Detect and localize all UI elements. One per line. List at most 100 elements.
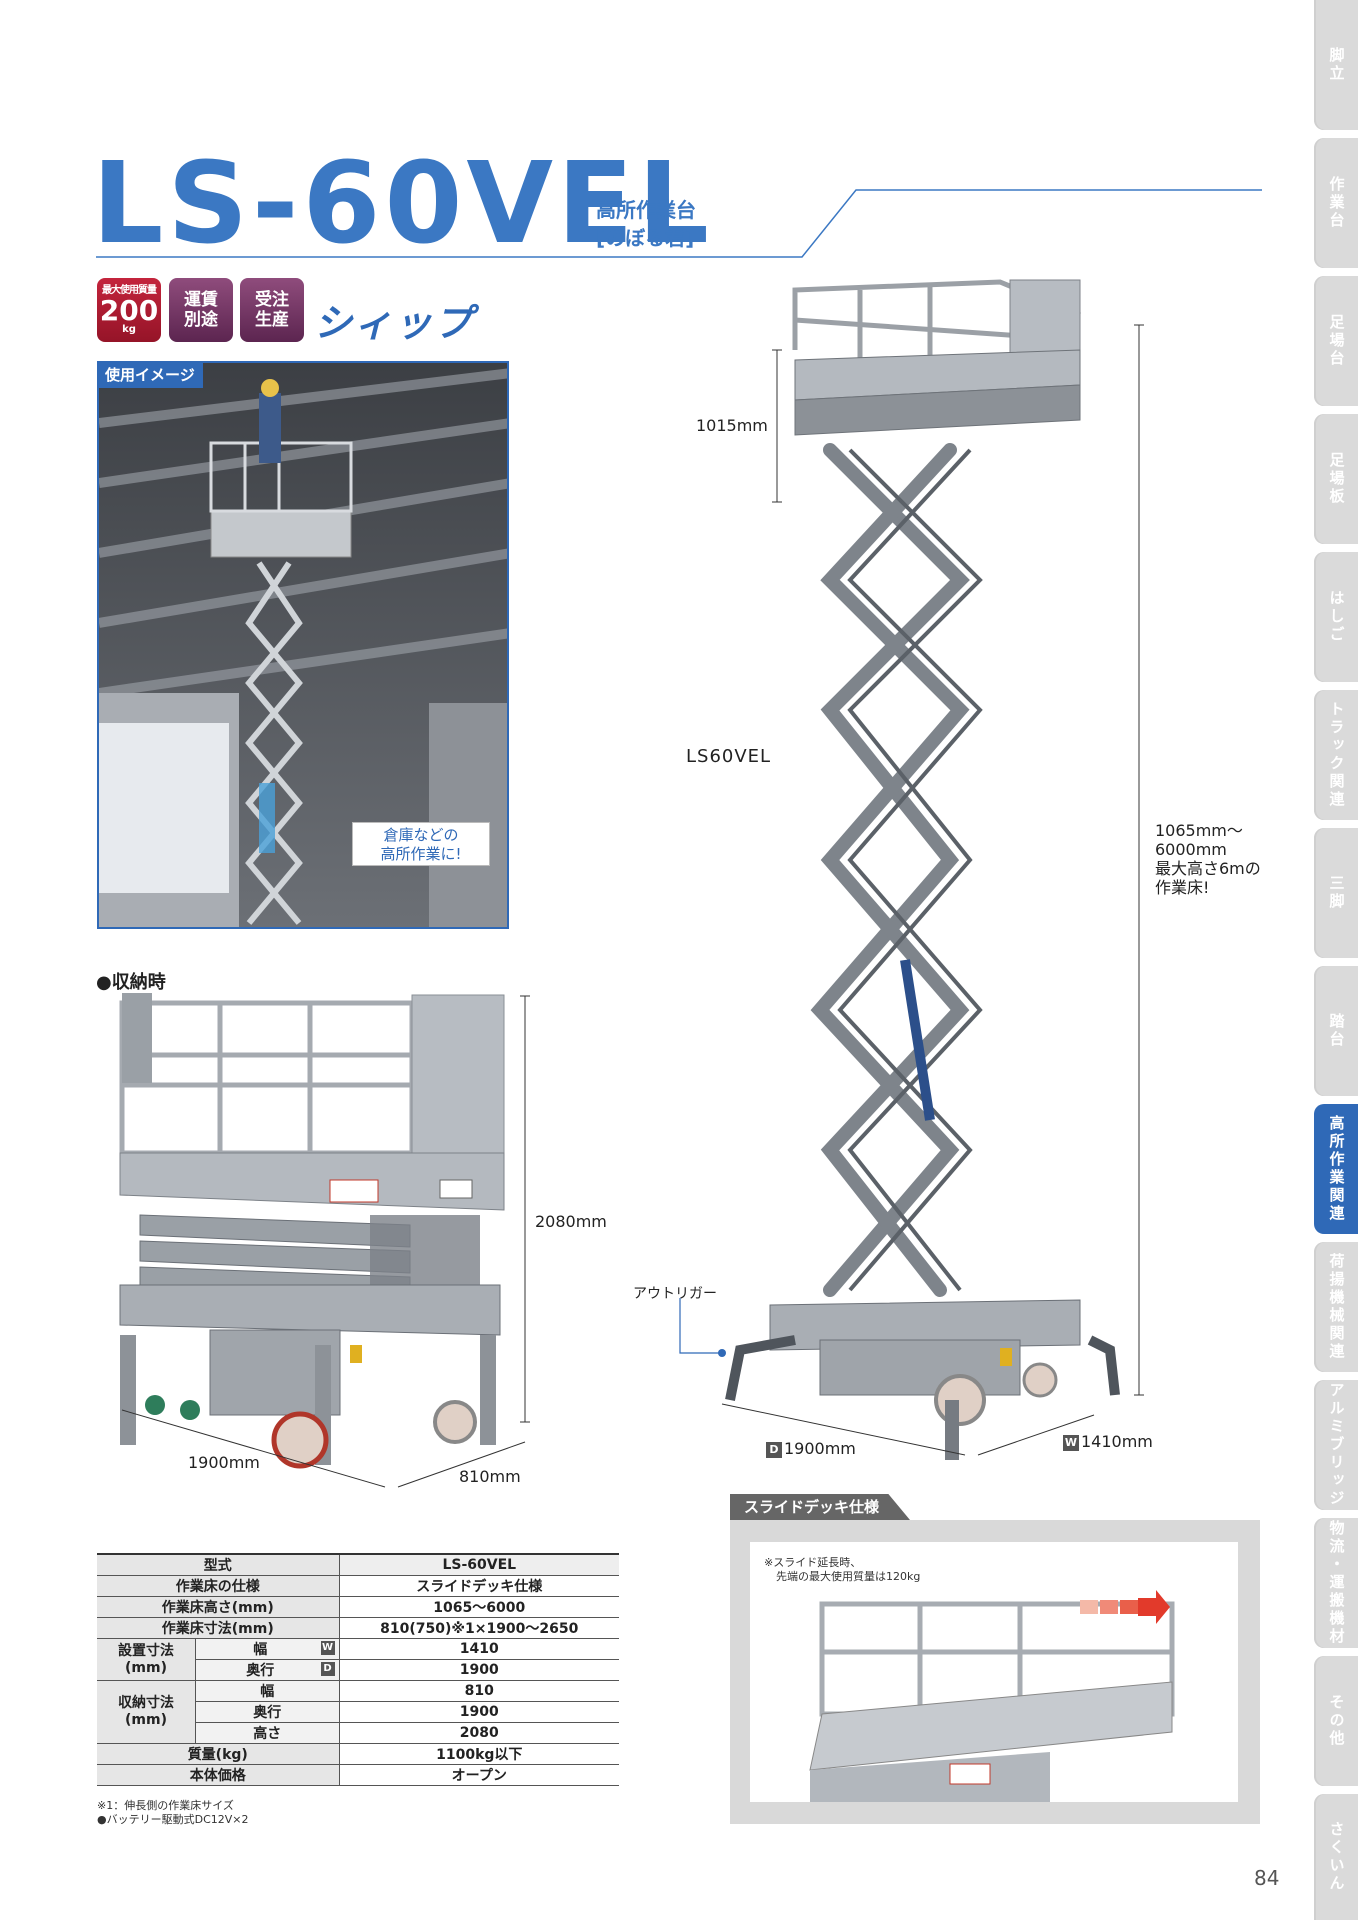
spec-value: 1100kg以下 [339, 1743, 619, 1765]
spec-subheader-label: 奥行 [246, 1663, 275, 1679]
spec-value: 810 [339, 1680, 619, 1702]
usage-photo-tag: 使用イメージ [97, 361, 203, 388]
spec-value: 1065～6000 [339, 1596, 619, 1618]
height-note-line: 最大高さ6mの [1155, 859, 1261, 878]
nickname-label: [のぼる君] [596, 226, 695, 250]
width-value: 1410mm [1081, 1432, 1153, 1451]
tab-ladders[interactable]: はしご [1314, 552, 1358, 682]
spec-subheader: 奥行 D [195, 1659, 340, 1681]
depth-icon: D [320, 1662, 335, 1676]
page-number: 84 [1254, 1866, 1280, 1890]
spec-value: 1900 [339, 1701, 619, 1723]
spec-header: 質量(kg) [97, 1743, 340, 1765]
usage-callout: 倉庫などの 高所作業に! [352, 822, 490, 866]
extended-lift-image [725, 279, 1120, 1460]
table-row: 奥行 1900 [97, 1701, 619, 1723]
spec-subheader-label: 幅 [253, 1642, 268, 1658]
spec-value: 2080 [339, 1722, 619, 1744]
tab-label: 踏台 [1327, 1013, 1346, 1049]
spec-subheader: 高さ [195, 1722, 340, 1744]
tab-label: 脚立 [1327, 47, 1346, 83]
tab-scaffold-board[interactable]: 足場板 [1314, 414, 1358, 544]
spec-table: 型式 LS-60VEL 作業床の仕様 スライドデッキ仕様 作業床高さ(mm) 1… [97, 1553, 619, 1786]
spec-value: オープン [339, 1764, 619, 1786]
order-badge-text: 受注生産 [255, 290, 289, 330]
tab-other[interactable]: その他 [1314, 1656, 1358, 1786]
tab-logistics[interactable]: 物流・運搬機材 [1314, 1518, 1358, 1648]
tab-label: 作業台 [1327, 176, 1346, 230]
spec-header: 作業床高さ(mm) [97, 1596, 340, 1618]
spec-header: 作業床の仕様 [97, 1575, 340, 1597]
stowed-height-label: 2080mm [535, 1212, 607, 1231]
height-range-line: 1065mm～ [1155, 821, 1243, 840]
slide-deck-note: ※スライド延長時、 先端の最大使用質量は120kg [764, 1556, 920, 1584]
table-row: 高さ 2080 [97, 1722, 619, 1744]
brand-logo: シィップ [314, 301, 475, 345]
max-height-label: 1065mm～ 6000mm 最大高さ6mの 作業床! [1155, 821, 1261, 897]
table-row: 作業床寸法(mm) 810(750)※1×1900～2650 [97, 1617, 619, 1639]
spec-header: 本体価格 [97, 1764, 340, 1786]
table-row: 型式 LS-60VEL [97, 1553, 619, 1576]
tab-label: トラック関連 [1327, 701, 1346, 809]
spec-header: 収納寸法(mm) [97, 1680, 196, 1744]
table-row: 作業床高さ(mm) 1065～6000 [97, 1596, 619, 1618]
slide-deck-tag: スライドデッキ仕様 [730, 1494, 910, 1520]
extended-dimension-lines [679, 324, 1144, 1456]
tab-truck[interactable]: トラック関連 [1314, 690, 1358, 820]
height-range-line: 6000mm [1155, 840, 1227, 859]
spec-header: 作業床寸法(mm) [97, 1617, 340, 1639]
table-row: 収納寸法(mm) 幅 810 [97, 1680, 619, 1744]
product-title: LS-60VEL [92, 139, 713, 269]
tab-hoist[interactable]: 荷揚機械関連 [1314, 1242, 1358, 1372]
tab-aerial-work[interactable]: 高所作業関連 [1314, 1104, 1358, 1234]
table-row: 質量(kg) 1100kg以下 [97, 1743, 619, 1765]
tab-ladder[interactable]: 脚立 [1314, 0, 1358, 130]
extended-model-label: LS60VEL [686, 746, 772, 767]
shipping-badge: 運賃別途 [169, 278, 233, 342]
spec-subheader: 奥行 [195, 1701, 340, 1723]
table-row: 作業床の仕様 スライドデッキ仕様 [97, 1575, 619, 1597]
footnote: ※1：伸長側の作業床サイズ [97, 1799, 234, 1812]
capacity-badge-unit: kg [122, 324, 136, 335]
tab-label: 物流・運搬機材 [1327, 1520, 1346, 1646]
table-row: 本体価格 オープン [97, 1764, 619, 1786]
tab-work-platform[interactable]: 作業台 [1314, 138, 1358, 268]
stowed-dimension-lines [121, 995, 530, 1488]
footnote: ●バッテリー駆動式DC12V×2 [97, 1813, 249, 1826]
tab-label: 三脚 [1327, 875, 1346, 911]
spec-subheader: 幅 [195, 1680, 340, 1702]
footnotes: ※1：伸長側の作業床サイズ ●バッテリー駆動式DC12V×2 [97, 1799, 249, 1827]
tab-scaffold-stand[interactable]: 足場台 [1314, 276, 1358, 406]
tab-label: 荷揚機械関連 [1327, 1253, 1346, 1361]
depth-icon: D [766, 1442, 782, 1458]
callout-line: 高所作業に! [380, 845, 462, 863]
width-icon: W [1063, 1435, 1079, 1451]
tab-label: さくいん [1327, 1821, 1346, 1893]
tab-label: その他 [1327, 1694, 1346, 1748]
tab-index[interactable]: さくいん [1314, 1794, 1358, 1920]
spec-value: スライドデッキ仕様 [339, 1575, 619, 1597]
stowed-heading: ●収納時 [96, 972, 166, 993]
slide-note-line: ※スライド延長時、 [764, 1556, 862, 1569]
depth-value: 1900mm [784, 1439, 856, 1458]
tab-aluminum-bridge[interactable]: アルミブリッジ [1314, 1380, 1358, 1510]
order-badge: 受注生産 [240, 278, 304, 342]
stowed-length-label: 1900mm [188, 1453, 260, 1472]
slide-deck-photo [750, 1542, 1238, 1802]
spec-value: LS-60VEL [339, 1553, 619, 1576]
category-label: 高所作業台 [596, 198, 696, 222]
tab-tripod[interactable]: 三脚 [1314, 828, 1358, 958]
slide-note-line: 先端の最大使用質量は120kg [776, 1570, 921, 1583]
header-rule [96, 189, 1262, 258]
width-icon: W [320, 1641, 335, 1655]
product-category: 高所作業台 [のぼる君] [596, 196, 696, 252]
outrigger-label: アウトリガー [633, 1286, 717, 1302]
spec-value: 810(750)※1×1900～2650 [339, 1617, 619, 1639]
shipping-badge-text: 運賃別途 [184, 290, 218, 330]
tab-step-stool[interactable]: 踏台 [1314, 966, 1358, 1096]
